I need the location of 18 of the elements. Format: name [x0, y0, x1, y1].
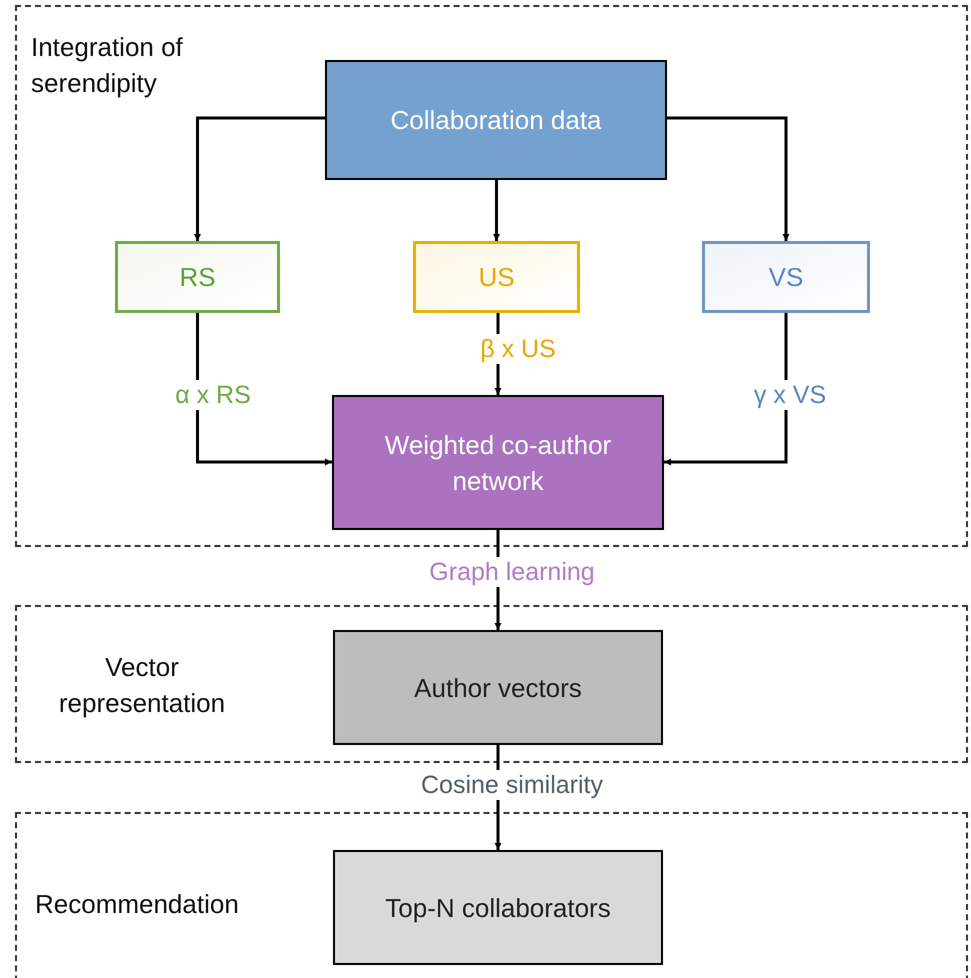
process-box: Top-N collaborators [333, 850, 663, 965]
arrow [667, 116, 790, 241]
arrow [664, 313, 788, 466]
arrow [493, 180, 500, 241]
group-heading: Recommendation [35, 888, 240, 921]
arrow [196, 313, 332, 466]
process-box: Author vectors [333, 630, 663, 745]
group-heading: Integration of serendipity [31, 31, 184, 100]
dashed-group-band [15, 5, 968, 547]
arrow [194, 116, 325, 241]
process-box: Collaboration data [325, 60, 667, 180]
group-heading: Vector representation [58, 651, 226, 720]
process-box: VS [702, 241, 870, 313]
dashed-group-band [15, 605, 968, 763]
dashed-group-band [15, 812, 968, 978]
process-box: Weighted co-author network [332, 395, 664, 530]
process-box: US [413, 241, 580, 313]
process-box: RS [115, 241, 280, 313]
